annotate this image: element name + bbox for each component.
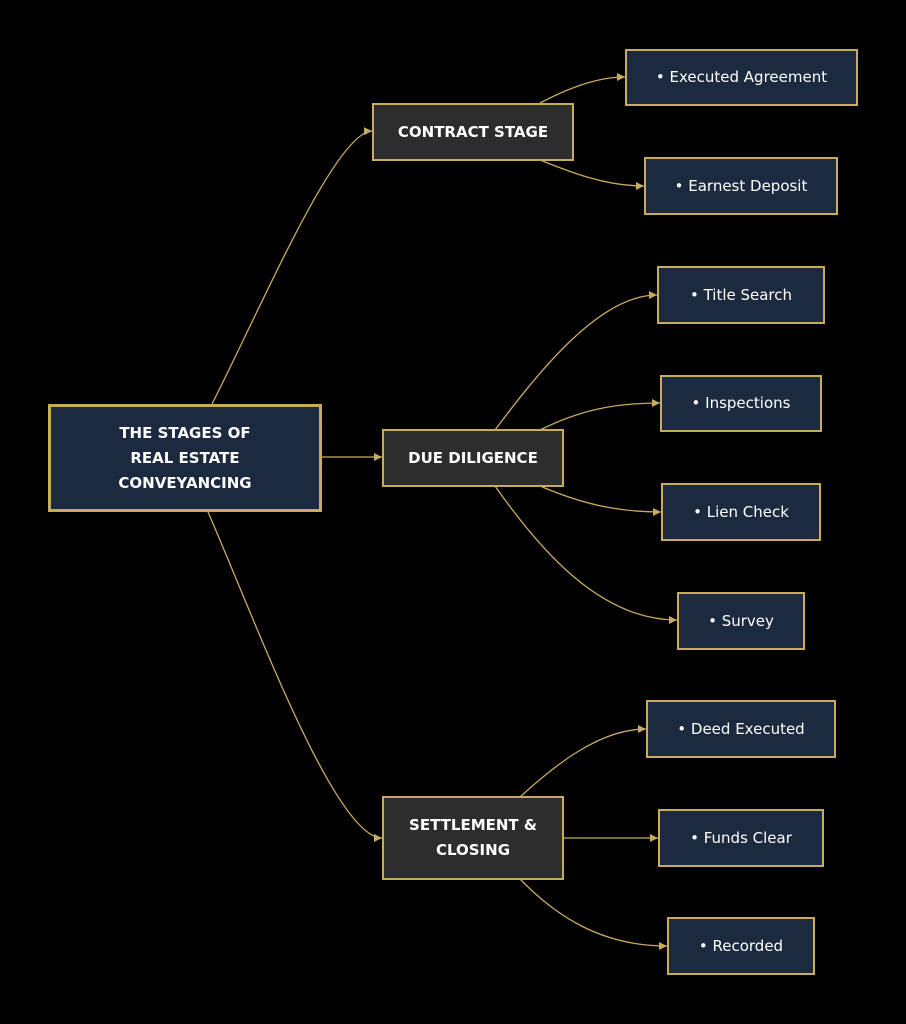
leaf-node-earnest-deposit: • Earnest Deposit — [644, 157, 838, 215]
edge-root-to-contract-stage — [211, 127, 373, 405]
edge-diligence-to-inspections — [539, 399, 661, 431]
leaf-label: • Lien Check — [693, 502, 789, 521]
leaf-label: • Title Search — [689, 285, 793, 304]
stage-label: SETTLEMENT & CLOSING — [409, 813, 537, 863]
edge-contract-to-earnest-deposit — [539, 159, 645, 190]
root-label-line: THE STAGES OF — [119, 423, 251, 442]
leaf-label: • Executed Agreement — [655, 68, 828, 86]
leaf-node-survey: • Survey — [677, 592, 805, 650]
stage-label-line: SETTLEMENT & — [409, 816, 537, 834]
root-node: THE STAGES OF REAL ESTATE CONVEYANCING — [48, 404, 322, 512]
edge-contract-to-executed-agreement — [539, 73, 626, 104]
leaf-node-recorded: • Recorded — [667, 917, 815, 975]
stage-label: CONTRACT STAGE — [397, 122, 549, 141]
leaf-label: • Recorded — [698, 936, 784, 955]
leaf-node-deed-executed: • Deed Executed — [646, 700, 836, 758]
stage-node-contract: CONTRACT STAGE — [372, 103, 574, 161]
edge-settlement-to-deed-executed — [519, 725, 647, 798]
root-label-line: CONVEYANCING — [118, 473, 252, 492]
leaf-node-title-search: • Title Search — [657, 266, 825, 324]
root-label-line: REAL ESTATE — [130, 448, 240, 467]
leaf-label: • Inspections — [691, 394, 791, 412]
leaf-node-inspections: • Inspections — [660, 375, 822, 432]
leaf-label: • Deed Executed — [677, 719, 805, 738]
edge-diligence-to-title-search — [494, 291, 658, 431]
leaf-label: • Earnest Deposit — [674, 176, 808, 195]
leaf-node-executed-agreement: • Executed Agreement — [625, 49, 858, 106]
leaf-node-lien-check: • Lien Check — [661, 483, 821, 541]
stage-label: DUE DILIGENCE — [408, 448, 538, 467]
edge-settlement-to-recorded — [519, 878, 668, 950]
stage-node-settlement-closing: SETTLEMENT & CLOSING — [382, 796, 564, 880]
stage-label-line: CLOSING — [435, 841, 511, 859]
leaf-node-funds-clear: • Funds Clear — [658, 809, 824, 867]
edge-root-to-settlement — [207, 511, 383, 842]
root-node-label: THE STAGES OF REAL ESTATE CONVEYANCING — [118, 421, 251, 496]
edge-diligence-to-survey — [494, 485, 678, 624]
stage-node-due-diligence: DUE DILIGENCE — [382, 429, 564, 487]
leaf-label: • Survey — [708, 611, 774, 630]
leaf-label: • Funds Clear — [690, 828, 792, 847]
edge-diligence-to-lien-check — [539, 485, 662, 516]
